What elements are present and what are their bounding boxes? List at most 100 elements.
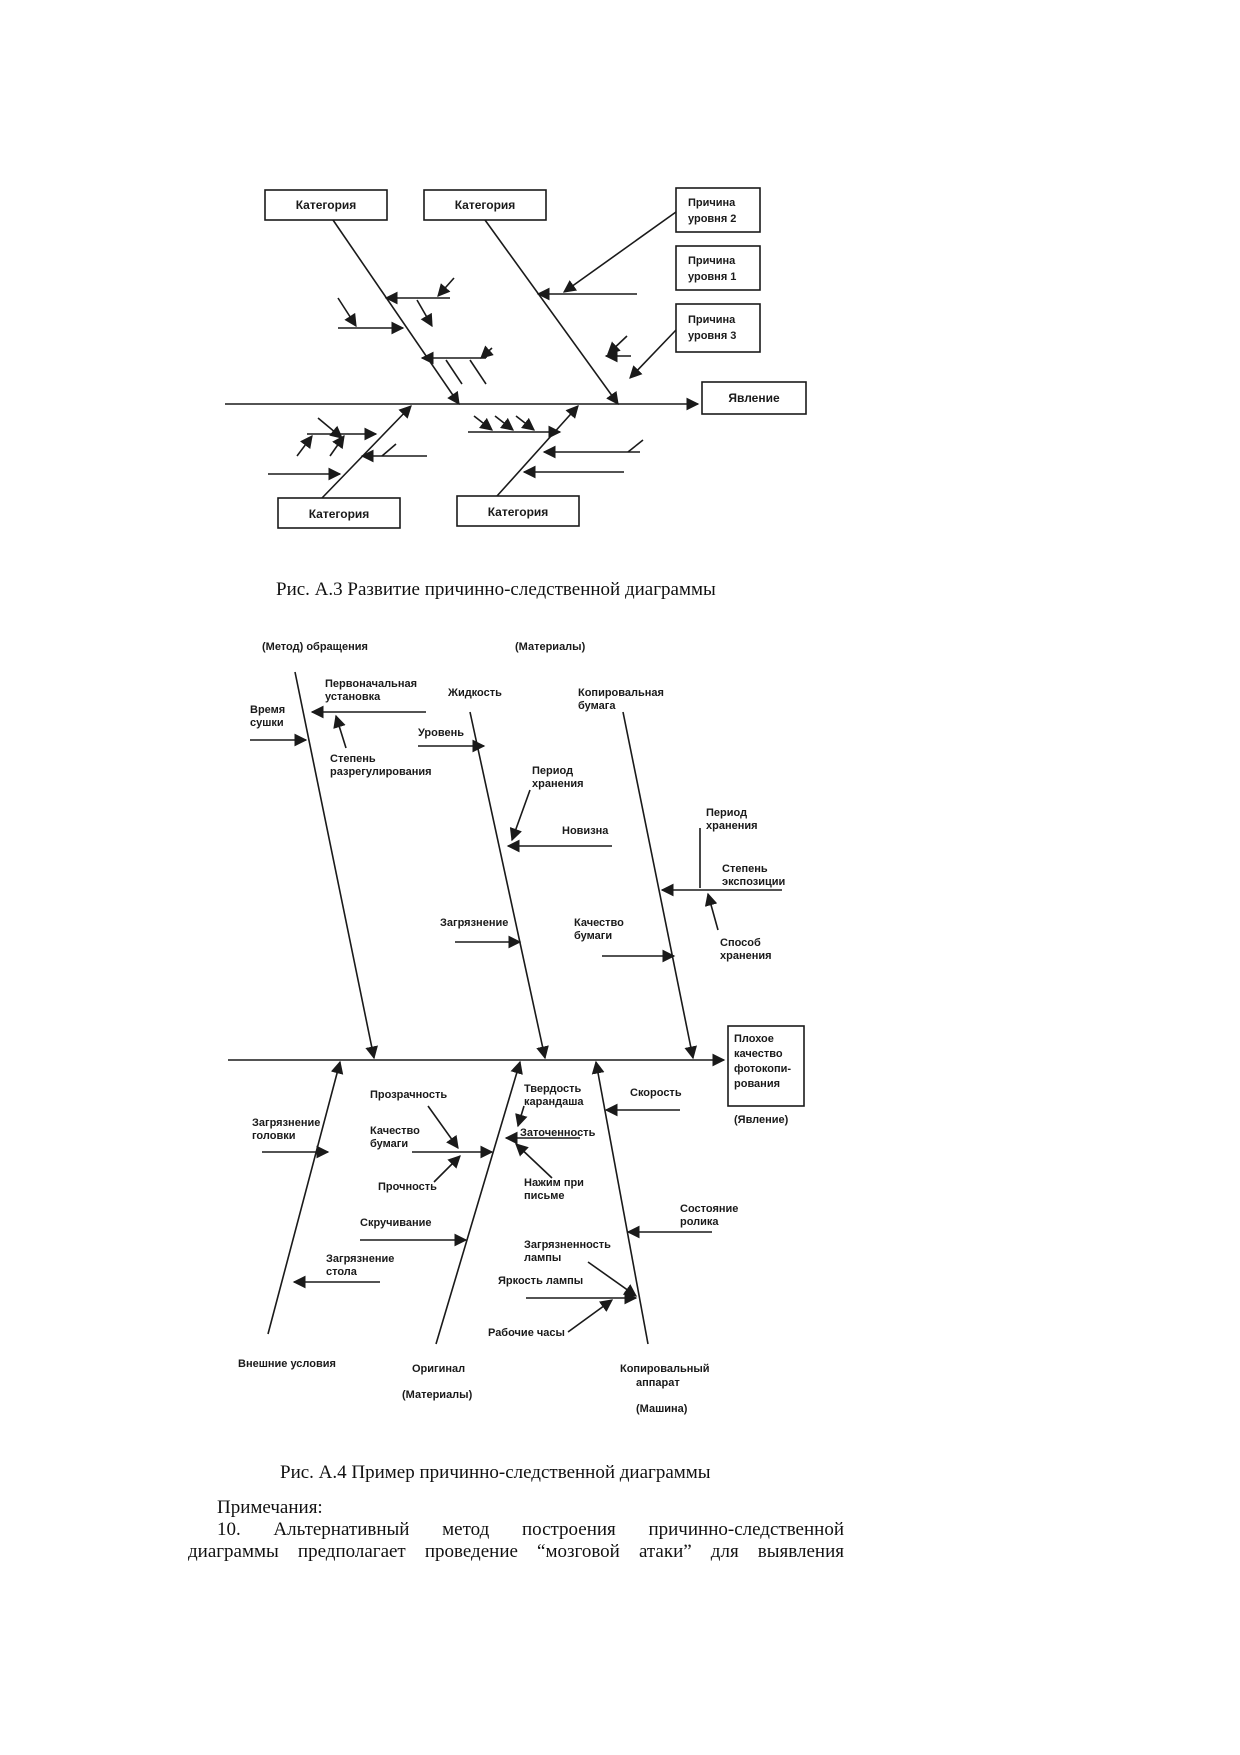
copier-line2: аппарат [636, 1377, 680, 1389]
materials-header: (Материалы) [515, 641, 586, 653]
figure-a4-caption: Рис. А.4 Пример причинно-следственной ди… [280, 1462, 711, 1483]
effect-tag: (Явление) [734, 1114, 789, 1126]
storage-period-a-line2: хранения [532, 778, 584, 790]
arrow-writing-pressure [515, 1143, 553, 1179]
copy-paper-line2: бумага [578, 700, 616, 712]
table-contamination-line1: Загрязнение [326, 1253, 394, 1265]
category-box-top-left [264, 189, 388, 221]
strength-label: Прочность [378, 1181, 437, 1193]
arrow-strength [433, 1155, 461, 1183]
arrow-work-hours [567, 1299, 614, 1333]
bone-method [294, 671, 378, 1060]
sub-arrow [494, 415, 515, 431]
bone-bottom-right [496, 405, 579, 497]
storage-period-b-line2: хранения [706, 820, 758, 832]
method-header: (Метод) обращения [262, 641, 368, 653]
cause-level-1-box [675, 245, 761, 291]
pencil-hardness-line2: карандаша [524, 1096, 584, 1108]
contamination-label: Загрязнение [440, 917, 508, 929]
liquid-label: Жидкость [447, 687, 502, 699]
arrow-misadjust [333, 714, 347, 749]
sub-arrow-level3 [629, 329, 677, 379]
roller-state-line1: Состояние [680, 1203, 738, 1215]
initial-setup-line1: Первоначальная [325, 678, 417, 690]
cause-level-1-line2: уровня 1 [688, 271, 736, 283]
figure-a3-caption: Рис. А.3 Развитие причинно-следственной … [276, 579, 716, 600]
cause-level-3-box [675, 303, 761, 353]
lamp-contamination-line2: лампы [524, 1252, 561, 1264]
paper-quality-bottom-line2: бумаги [370, 1138, 408, 1150]
arrow-storage-period-a [509, 789, 531, 842]
effect-line3: фотокопи- [734, 1063, 791, 1075]
cause-level-3-line1: Причина [688, 314, 736, 326]
sub-tick [627, 439, 644, 453]
copier-line1: Копировальный [620, 1363, 710, 1375]
sharpness-label: Заточенность [520, 1127, 596, 1139]
sub-tick [445, 359, 463, 385]
head-contamination-line2: головки [252, 1130, 295, 1142]
arrow-storage-method [704, 892, 719, 931]
sub-arrow [473, 415, 494, 431]
arrow-transparency [427, 1105, 459, 1150]
writing-pressure-line2: письме [524, 1190, 565, 1202]
effect-box [727, 1025, 805, 1107]
exposure-line1: Степень [722, 863, 768, 875]
exposure-line2: экспозиции [722, 876, 785, 888]
sub-arrow [480, 345, 494, 359]
paper-quality-top-line2: бумаги [574, 930, 612, 942]
sub-tick [381, 443, 397, 457]
arrow-pencil-hardness [515, 1105, 528, 1128]
lamp-brightness-label: Яркость лампы [498, 1275, 583, 1287]
sub-arrow [317, 417, 343, 439]
sub-arrow [437, 277, 455, 297]
effect-box [701, 381, 807, 415]
sub-arrow [337, 297, 357, 328]
table-contamination-line2: стола [326, 1266, 358, 1278]
initial-setup-line2: установка [325, 691, 381, 703]
effect-line1: Плохое [734, 1033, 774, 1045]
sub-arrow [296, 434, 313, 457]
curling-label: Скручивание [360, 1217, 432, 1229]
novelty-label: Новизна [562, 825, 609, 837]
category-label: Категория [488, 505, 549, 519]
category-box-bottom-left [277, 497, 401, 529]
writing-pressure-line1: Нажим при [524, 1177, 584, 1189]
sub-arrow [607, 335, 628, 355]
notes-line-1: 10. Альтернативный метод построения прич… [217, 1519, 844, 1540]
original-label: Оригинал [412, 1363, 465, 1375]
drying-time-line2: сушки [250, 717, 284, 729]
drying-time-line1: Время [250, 704, 285, 716]
roller-state-line2: ролика [680, 1216, 719, 1228]
fishbone-development-diagram: Явление Категория Категория Категория Ка… [225, 187, 807, 529]
lamp-contamination-line1: Загрязненность [524, 1239, 611, 1251]
category-label: Категория [309, 507, 370, 521]
effect-label: Явление [728, 391, 780, 405]
cause-level-3-line2: уровня 3 [688, 330, 736, 342]
notes-heading: Примечания: [217, 1497, 323, 1518]
sub-arrow [515, 415, 536, 431]
misadjust-line1: Степень [330, 753, 376, 765]
bone-liquid [469, 711, 549, 1060]
paper-quality-bottom-line1: Качество [370, 1125, 420, 1137]
storage-period-a-line1: Период [532, 765, 573, 777]
bone-copier [591, 1060, 649, 1345]
speed-label: Скорость [630, 1087, 682, 1099]
bone-top-right [484, 219, 619, 406]
category-box-bottom-right [456, 495, 580, 527]
category-label: Категория [296, 198, 357, 212]
effect-line4: рования [734, 1078, 780, 1090]
level-label: Уровень [418, 727, 464, 739]
storage-method-line2: хранения [720, 950, 772, 962]
sub-tick [469, 359, 487, 385]
sub-arrow-level2 [562, 211, 677, 293]
fishbone-example-diagram: Плохое качество фотокопи- рования (Явлен… [228, 641, 805, 1415]
cause-level-2-box [675, 187, 761, 233]
cause-level-1-line1: Причина [688, 255, 736, 267]
head-contamination-line1: Загрязнение [252, 1117, 320, 1129]
storage-method-line1: Способ [720, 937, 761, 949]
notes-line-2: диаграммы предполагает проведение “мозго… [188, 1541, 844, 1562]
paper-quality-top-line1: Качество [574, 917, 624, 929]
bone-original [435, 1060, 523, 1345]
transparency-label: Прозрачность [370, 1089, 447, 1101]
